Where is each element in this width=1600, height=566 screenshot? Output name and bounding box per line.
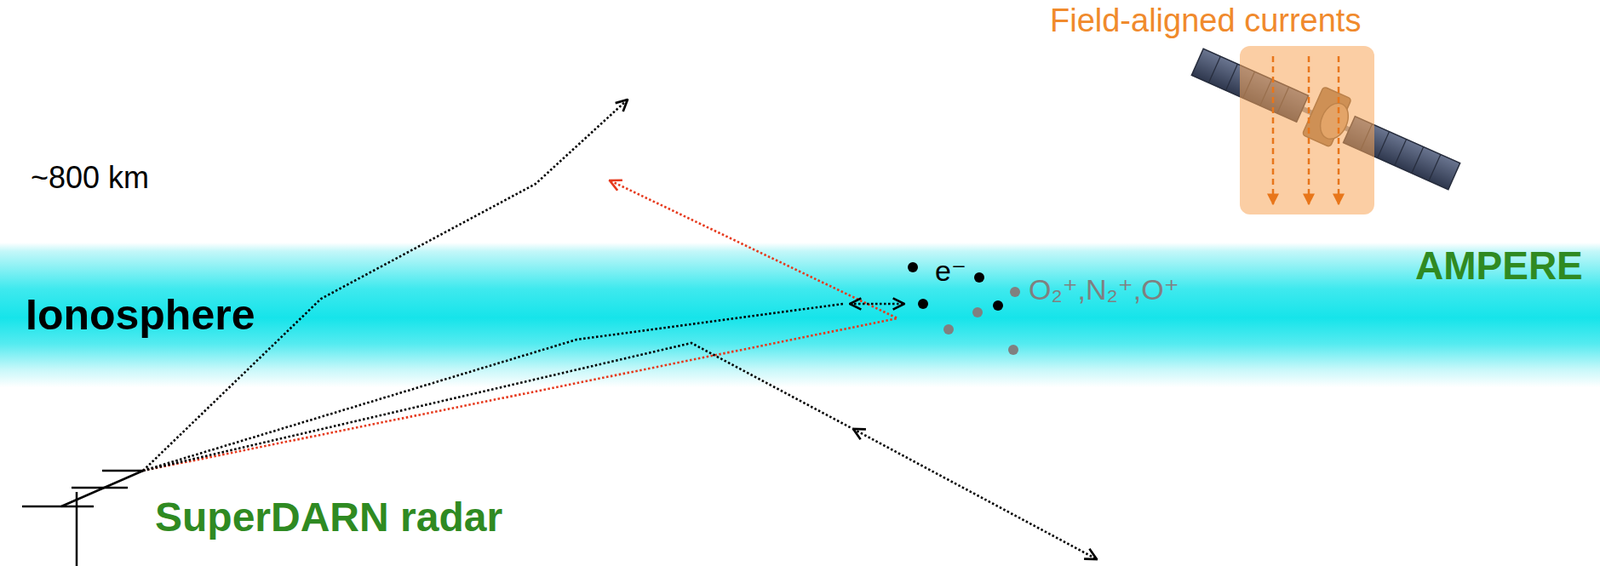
ionosphere-band: Ionosphere bbox=[0, 242, 1600, 388]
radar-label: SuperDARN radar bbox=[154, 495, 503, 541]
radar-ray bbox=[143, 343, 852, 471]
current-arrow bbox=[1272, 56, 1275, 205]
radar-antenna bbox=[22, 470, 144, 566]
radar-ray bbox=[853, 429, 1097, 560]
band-label: Ionosphere bbox=[25, 292, 255, 339]
current-arrow bbox=[1307, 56, 1311, 205]
radar-rays bbox=[143, 99, 1097, 560]
field-aligned-current-box: Field-aligned currents bbox=[1239, 45, 1375, 215]
radar-ray bbox=[143, 180, 898, 471]
current-arrow bbox=[1337, 56, 1341, 205]
radar-ray bbox=[849, 303, 905, 306]
altitude-label: ~800 km bbox=[30, 160, 150, 195]
satellite-label: AMPERE bbox=[1415, 244, 1583, 288]
ion-label: O₂⁺,N₂⁺,O⁺ bbox=[1028, 274, 1180, 306]
box-heading: Field-aligned currents bbox=[1049, 3, 1361, 40]
electron-label: e⁻ bbox=[934, 255, 967, 287]
current-arrows bbox=[1239, 45, 1375, 215]
